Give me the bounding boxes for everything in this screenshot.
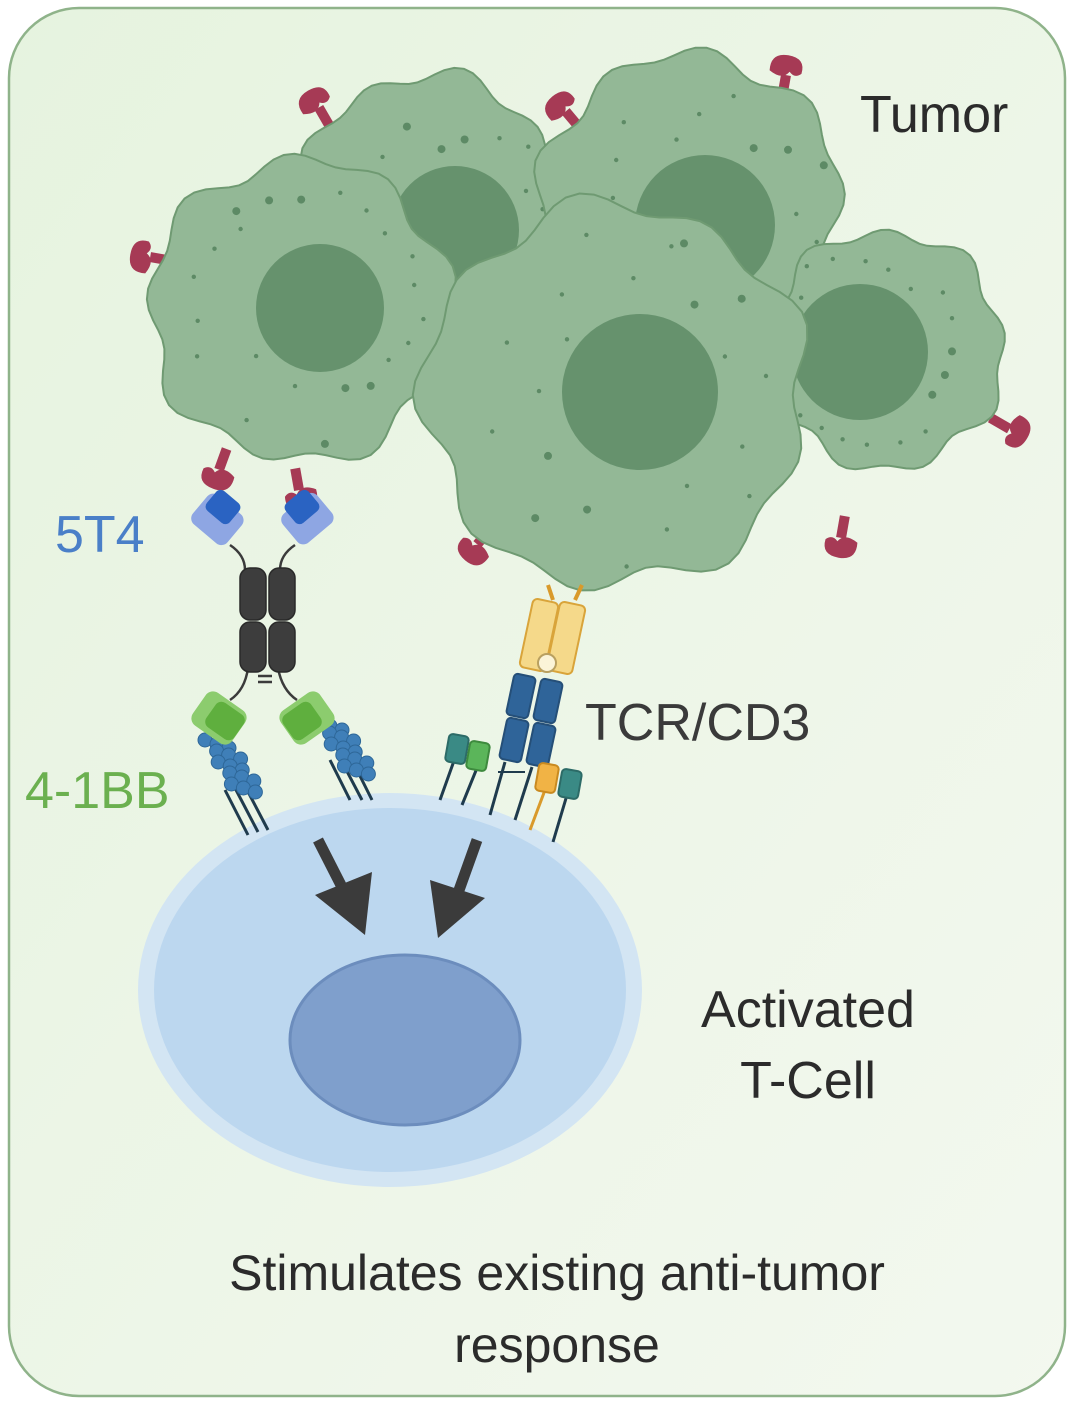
caption-line1: Stimulates existing anti-tumor [229, 1245, 885, 1301]
t-cell-nucleus [288, 953, 522, 1127]
bispecific-antibody [191, 489, 376, 836]
tumor-cell [145, 152, 457, 461]
anti-4-1bb-domain [191, 691, 335, 745]
anti-5t4-domain [191, 489, 334, 546]
tumor-nucleus [562, 314, 718, 470]
tumor-nucleus [256, 244, 384, 372]
t-cell [138, 793, 642, 1187]
tumor-antigen-5t4 [987, 413, 1031, 448]
tumor-antigen-5t4 [824, 515, 858, 559]
tumor-label: Tumor [860, 86, 1008, 144]
tumor-cell [411, 192, 809, 592]
4-1bb-label: 4-1BB [25, 762, 170, 820]
arrow-icon [430, 838, 485, 938]
tumor-nucleus [792, 284, 928, 420]
t-cell-label-line2: T-Cell [740, 1052, 876, 1110]
tcr-cd3-complex [438, 584, 587, 843]
tumor-antigen-5t4 [298, 87, 335, 130]
signal-arrows [313, 837, 485, 938]
t-cell-label-line1: Activated [701, 981, 915, 1039]
tumor-cells [129, 46, 1031, 592]
caption-line2: response [454, 1317, 660, 1373]
5t4-label: 5T4 [55, 506, 145, 564]
tumor-antigen-5t4 [201, 447, 235, 491]
tcr-cd3-label: TCR/CD3 [585, 694, 810, 752]
arrow-icon [313, 837, 372, 935]
